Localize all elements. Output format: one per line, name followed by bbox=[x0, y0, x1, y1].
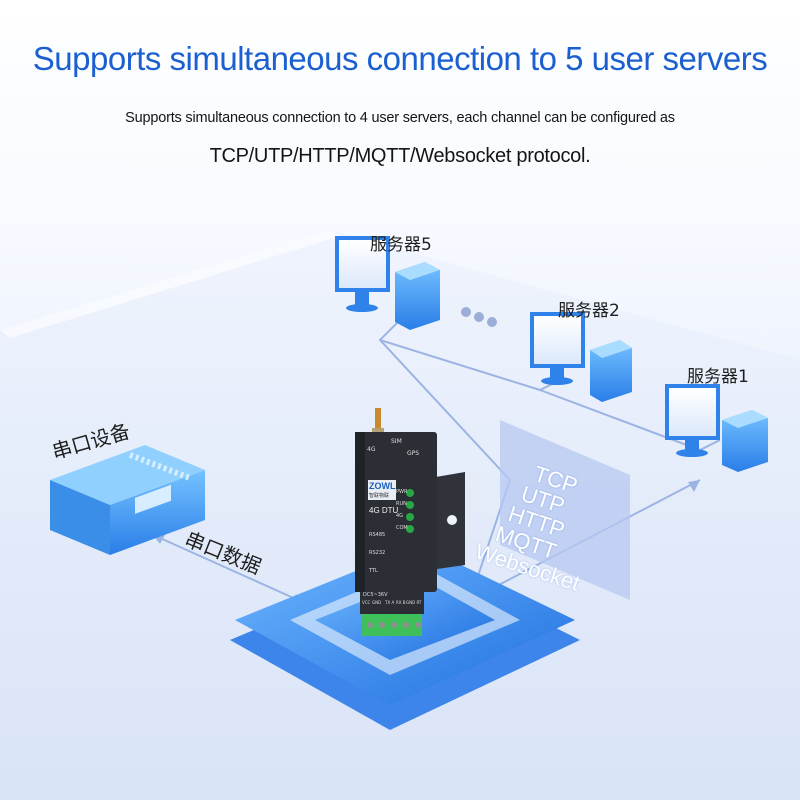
more-dot-1 bbox=[461, 307, 471, 317]
server1-graphic bbox=[665, 384, 768, 472]
serial-device-box bbox=[50, 445, 205, 555]
device-model: 4G DTU bbox=[369, 506, 399, 515]
line-server5 bbox=[378, 319, 512, 601]
dtu-device bbox=[355, 408, 465, 636]
protocol-panel bbox=[500, 420, 630, 600]
server5-graphic bbox=[335, 236, 440, 330]
server2-label: 服务器2 bbox=[558, 301, 620, 321]
more-dot-2 bbox=[474, 312, 484, 322]
floor-edge bbox=[0, 230, 340, 338]
subtitle-line-1: Supports simultaneous connection to 4 us… bbox=[125, 110, 675, 126]
device-brand-cn: 智联物联 bbox=[369, 493, 390, 499]
device-brand-logo: ZOWL bbox=[369, 481, 396, 491]
server2-graphic bbox=[530, 312, 632, 402]
device-antenna-label: 4G bbox=[367, 446, 376, 453]
arrow-to-servers-head bbox=[688, 480, 700, 492]
server1-label: 服务器1 bbox=[687, 367, 749, 387]
serial-arrow bbox=[159, 537, 299, 601]
device-terminal-tx: TX A bbox=[385, 600, 395, 605]
device-port-ttl: TTL bbox=[369, 568, 378, 574]
device-terminal-vcc: VCC bbox=[362, 600, 371, 605]
device-port-rs232: RS232 bbox=[369, 550, 386, 556]
device-led-pwr: PWR bbox=[396, 489, 408, 495]
more-dot-3 bbox=[487, 317, 497, 327]
device-led-com: COM bbox=[396, 525, 408, 531]
device-terminal-rx: RX B bbox=[396, 600, 406, 605]
device-gps-label: GPS bbox=[407, 450, 420, 457]
device-power-label: DC5~36V bbox=[363, 592, 388, 598]
device-sim-label: SIM bbox=[391, 438, 402, 445]
server5-label: 服务器5 bbox=[370, 235, 432, 255]
device-terminal-gnd-rt: GND RT bbox=[406, 600, 422, 605]
subtitle-line-2: TCP/UTP/HTTP/MQTT/Websocket protocol. bbox=[209, 145, 591, 167]
device-port-rs485: RS485 bbox=[369, 532, 386, 538]
device-terminal-gnd: GND bbox=[372, 600, 382, 605]
page-headline: Supports simultaneous connection to 5 us… bbox=[32, 40, 768, 77]
device-led-4g: 4G bbox=[396, 513, 404, 519]
device-led-run: RUN bbox=[396, 501, 407, 507]
